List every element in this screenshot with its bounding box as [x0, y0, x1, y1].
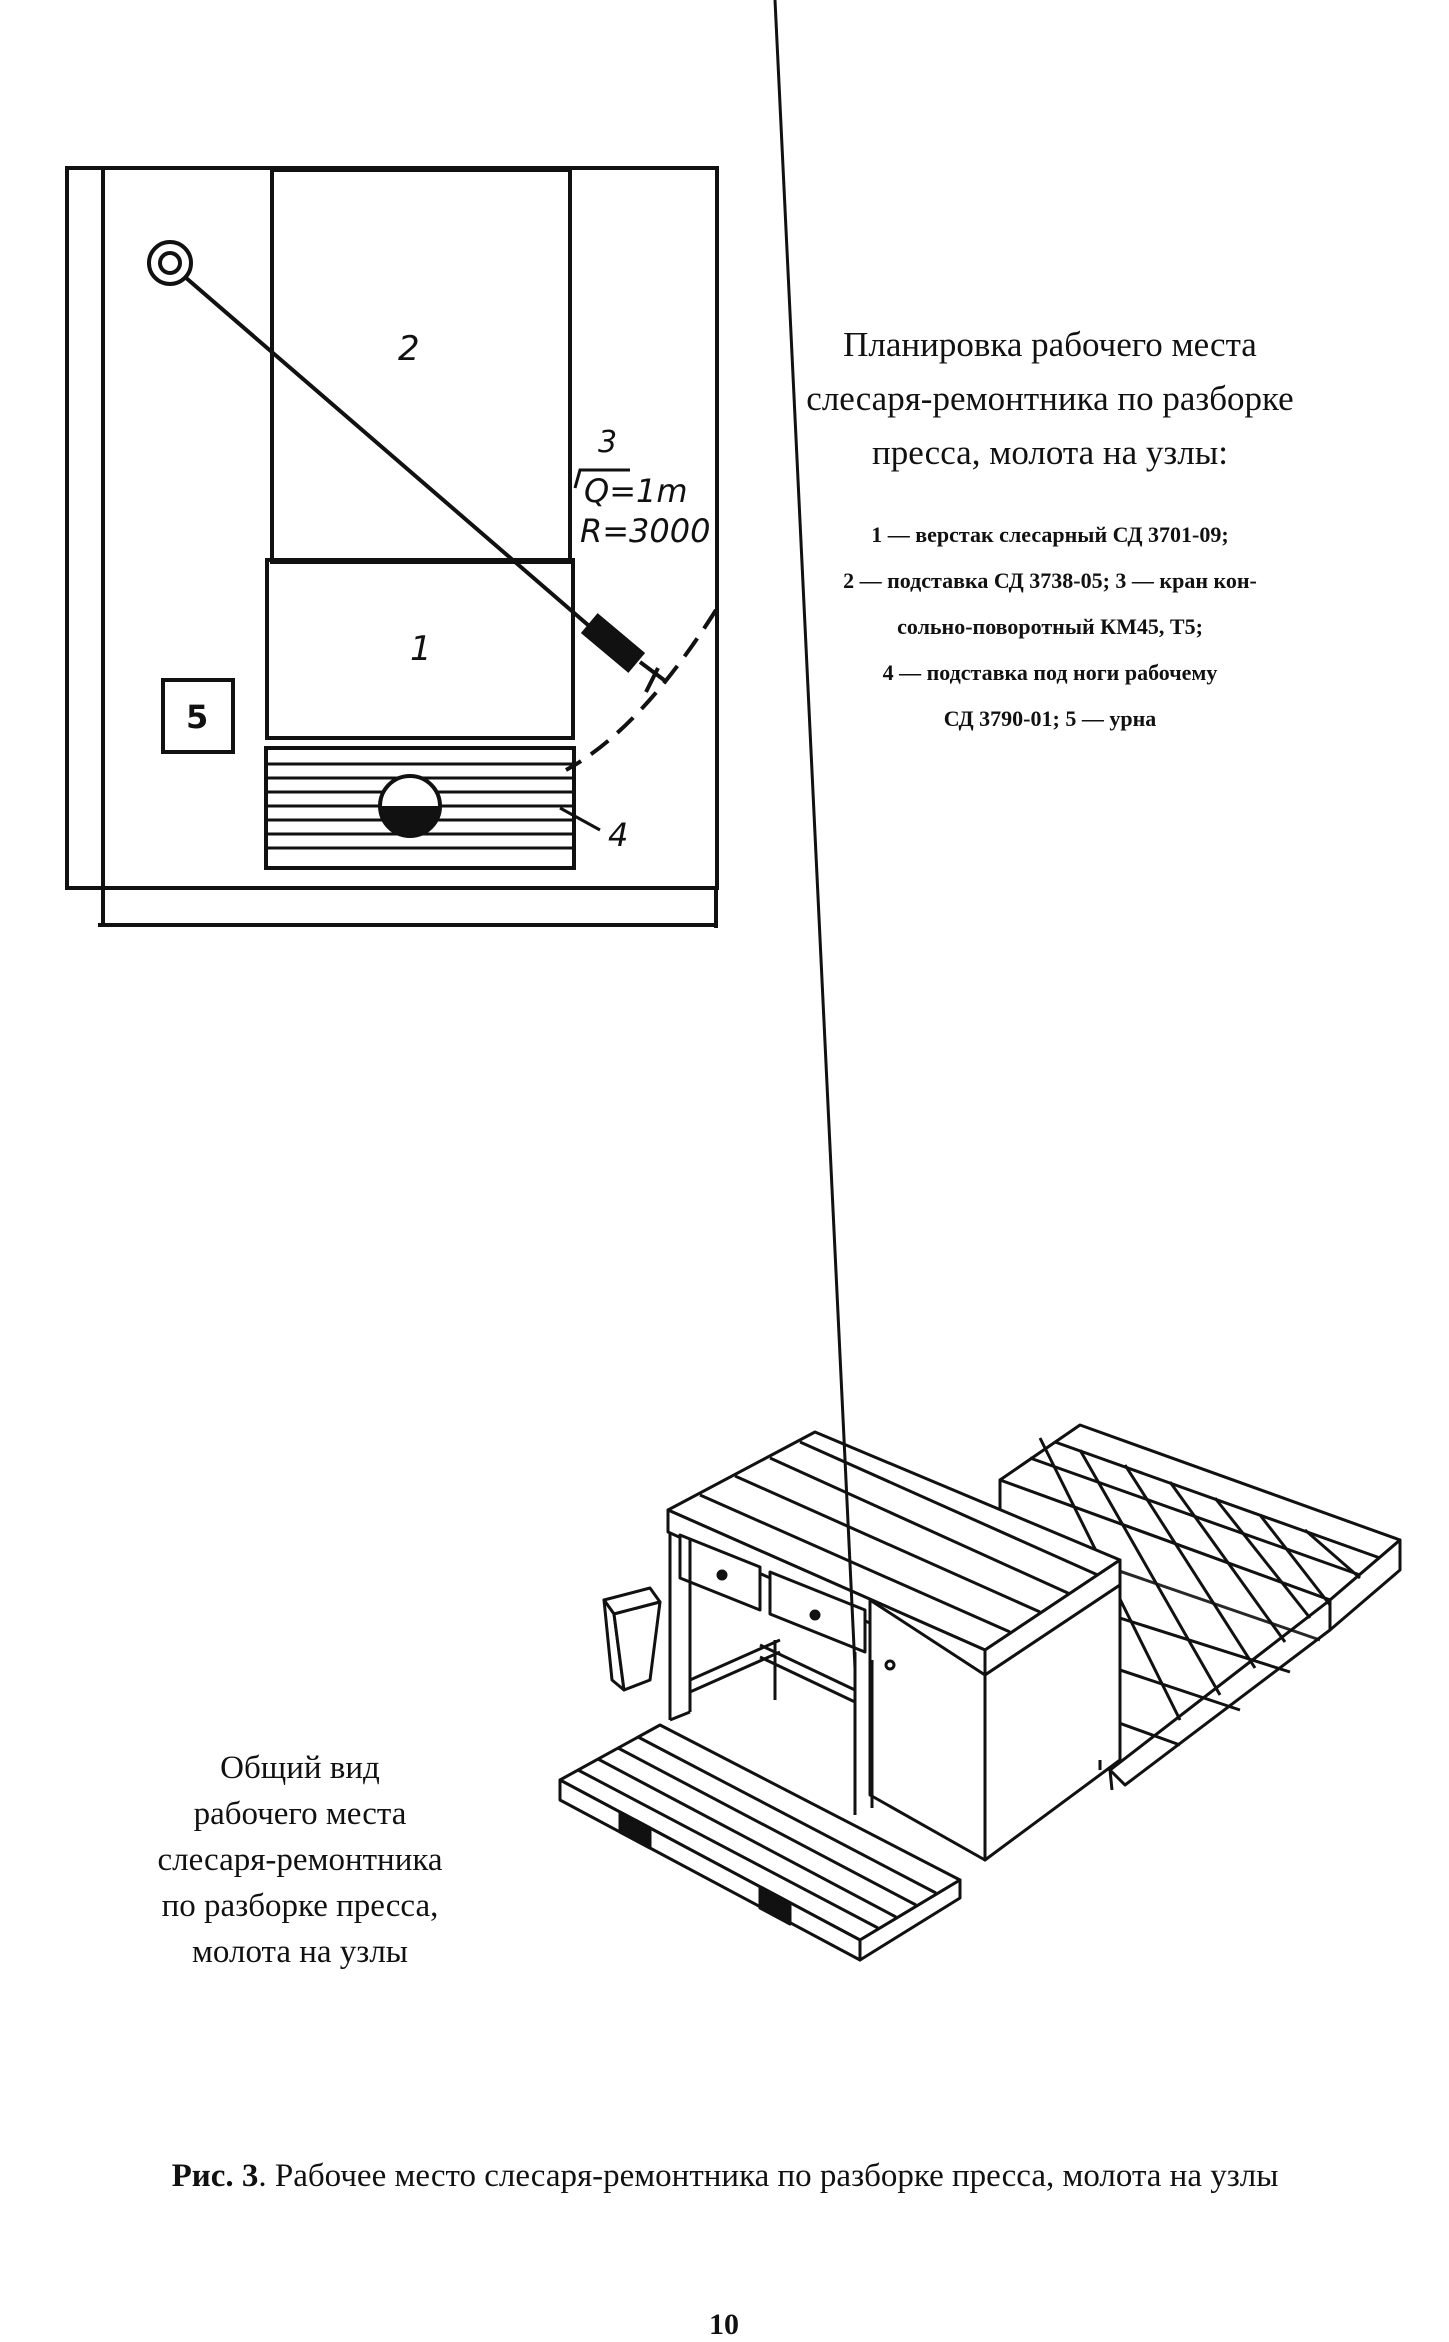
crane-mount-icon — [147, 240, 193, 286]
general-view-title-line: молота на узлы — [192, 1934, 408, 1970]
label-crane-3: 3 — [598, 425, 617, 460]
figure-caption-text: . Рабочее место слесаря-ремонтника по ра… — [258, 2158, 1279, 2194]
waste-bin — [602, 1586, 662, 1692]
page-number: 10 — [709, 2308, 739, 2341]
general-view-title-line: Общий вид — [220, 1750, 380, 1786]
legend-line: 4 — подставка под ноги рабочему — [882, 660, 1218, 685]
figure-number: Рис. 3 — [171, 2158, 259, 2194]
legend-line: 1 — верстак слесарный СД 3701-09; — [871, 522, 1229, 547]
workbench — [666, 0, 1122, 1862]
workplace-plan-diagram: 2 1 3 Q=1m R=3000 4 5 — [65, 166, 719, 928]
footrest-4-rect — [264, 746, 576, 870]
footrest-platform — [558, 1723, 962, 1962]
figure-caption: Рис. 3. Рабочее место слесаря-ремонтника… — [60, 2158, 1390, 2195]
general-view-title: Общий вид рабочего места слесаря-ремонтн… — [110, 1745, 490, 1975]
general-view-title-line: по разборке пресса, — [161, 1888, 439, 1924]
workplace-isometric-illustration — [558, 0, 1402, 1962]
plan-title-line: слесаря-ремонтника по разборке — [806, 379, 1294, 418]
crane-hoist — [580, 613, 646, 673]
label-bin-5: 5 — [186, 698, 208, 736]
label-workbench-1: 1 — [410, 629, 432, 669]
label-footrest-4: 4 — [608, 816, 628, 854]
label-crane-radius: R=3000 — [580, 512, 710, 550]
general-view-title-line: рабочего места — [193, 1796, 407, 1832]
legend-line: 2 — подставка СД 3738-05; 3 — кран кон- — [843, 568, 1257, 593]
legend-line: сольно-поворотный КМ45, Т5; — [897, 614, 1203, 639]
crane-boom — [183, 275, 590, 627]
plan-title: Планировка рабочего места слесаря-ремонт… — [770, 318, 1330, 480]
legend-line: СД 3790-01; 5 — урна — [943, 706, 1157, 731]
bin-5-rect — [161, 678, 235, 754]
worker-position-icon — [378, 774, 442, 838]
plan-title-line: пресса, молота на узлы: — [872, 433, 1228, 472]
plan-legend: 1 — верстак слесарный СД 3701-09; 2 — по… — [790, 512, 1310, 742]
label-stand-2: 2 — [398, 329, 420, 369]
general-view-title-line: слесаря-ремонтника — [157, 1842, 443, 1878]
workbench-1-rect — [265, 558, 575, 740]
label-crane-capacity: Q=1m — [584, 472, 688, 510]
plan-title-line: Планировка рабочего места — [843, 325, 1257, 364]
